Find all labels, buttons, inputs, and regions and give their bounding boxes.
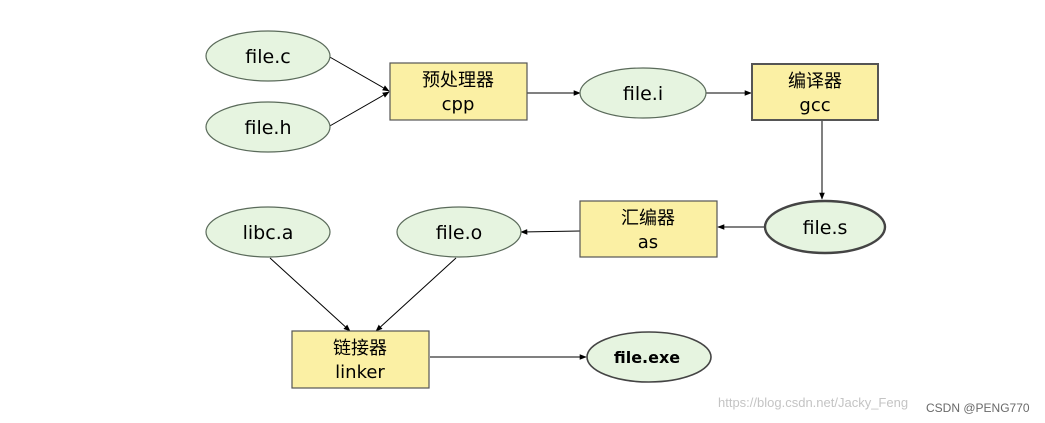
edge-file-o-to-linker [375, 257, 457, 332]
node-file-s-label: file.s [803, 217, 848, 239]
node-file-exe: file.exe [586, 331, 712, 383]
node-file-c-label: file.c [245, 46, 290, 68]
node-file-h: file.h [205, 101, 331, 153]
node-file-exe-label: file.exe [614, 348, 680, 367]
edge-file-h-to-cpp [327, 91, 390, 128]
node-file-s: file.s [763, 199, 887, 255]
node-cpp-title: 预处理器 [422, 70, 494, 91]
node-gcc: 编译器 gcc [751, 63, 879, 121]
node-linker: 链接器 linker [291, 330, 430, 389]
node-linker-title: 链接器 [333, 338, 387, 359]
edges [269, 55, 825, 360]
watermark-url: https://blog.csdn.net/Jacky_Feng [718, 395, 909, 410]
node-libc-a-label: libc.a [243, 222, 294, 244]
node-as-title: 汇编器 [621, 208, 675, 229]
node-file-o: file.o [396, 206, 522, 258]
edge-libc-a-to-linker [269, 257, 351, 332]
node-file-i-label: file.i [623, 83, 663, 105]
node-gcc-subtitle: gcc [799, 95, 830, 116]
node-cpp-subtitle: cpp [442, 94, 475, 115]
node-file-i: file.i [579, 67, 707, 119]
edge-as-to-file-o [520, 229, 581, 235]
node-linker-subtitle: linker [335, 362, 385, 383]
node-file-h-label: file.h [244, 117, 291, 139]
node-file-c: file.c [205, 30, 331, 82]
node-as-subtitle: as [638, 232, 658, 253]
node-cpp: 预处理器 cpp [389, 62, 528, 121]
node-file-o-label: file.o [436, 222, 483, 244]
edge-file-c-to-cpp [327, 55, 390, 92]
node-as: 汇编器 as [579, 200, 718, 258]
node-gcc-title: 编译器 [788, 71, 842, 92]
node-libc-a: libc.a [205, 206, 331, 258]
watermark-csdn: CSDN @PENG770 [926, 401, 1030, 415]
